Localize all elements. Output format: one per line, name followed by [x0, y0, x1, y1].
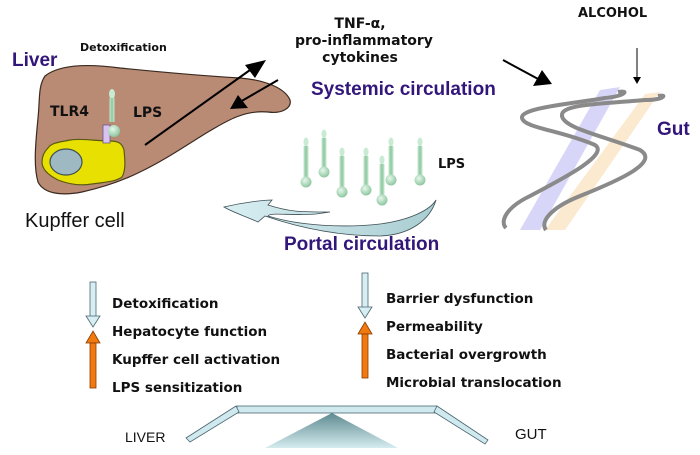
gut-effect-item: Barrier dysfunction [386, 291, 534, 307]
balance-gut-label: GUT [515, 426, 547, 443]
gut-wall-right [542, 93, 666, 232]
liver-decrease-arrow [85, 281, 101, 328]
gut-decrease-arrow [357, 272, 373, 319]
liver-increase-arrow [85, 330, 101, 389]
liver-effect-item: Kupffer cell activation [112, 352, 281, 368]
liver-effect-item: LPS sensitization [112, 380, 243, 396]
lps-molecule [336, 147, 348, 198]
kupffer-nucleus [49, 148, 83, 176]
arrowhead-gut [533, 70, 552, 86]
lps-molecule [318, 129, 330, 178]
portal-lps-group [300, 129, 426, 206]
lps-molecule [300, 137, 312, 188]
balance-liver-label: LIVER [125, 429, 166, 445]
liver-label: Liver [12, 50, 58, 71]
detoxification-label: Detoxification [80, 41, 167, 54]
cytokines-line-1: TNF-α, [334, 16, 386, 32]
gut-peach-fill [545, 92, 660, 230]
gut-wall-left [501, 89, 627, 230]
arrowhead-down [230, 95, 248, 109]
kupffer-cell-label: Kupffer cell [25, 210, 125, 232]
arrow-to-gut [502, 59, 541, 81]
gut-label: Gut [657, 119, 690, 140]
gut-lavender-fill [520, 87, 620, 230]
portal-circulation-arrow [222, 199, 437, 237]
cytokines-line-2: pro-inflammatory [295, 33, 433, 49]
lps-molecule-liver [108, 89, 120, 137]
gut-effect-item: Bacterial overgrowth [386, 347, 547, 363]
alcohol-label: ALCOHOL [578, 6, 648, 21]
systemic-circulation-label: Systemic circulation [311, 79, 496, 100]
portal-circulation-label: Portal circulation [284, 234, 440, 255]
gut-effect-item: Permeability [386, 319, 483, 335]
lps-molecule [360, 147, 372, 196]
lps-molecule [385, 137, 397, 186]
balance-right-arm [433, 405, 489, 445]
liver-effect-item: Hepatocyte function [112, 324, 268, 340]
gut-effect-item: Microbial translocation [386, 375, 562, 391]
lps-molecule [376, 155, 388, 206]
arrowhead-up [245, 60, 266, 78]
lps-liver-label: LPS [133, 105, 163, 121]
liver-effect-item: Detoxification [112, 296, 219, 312]
gut-increase-arrow [357, 321, 373, 379]
arrow-liver-to-systemic [144, 69, 251, 146]
cytokines-line-3: cytokines [322, 50, 398, 66]
gut-effects-list: Barrier dysfunction Permeability Bacteri… [386, 285, 562, 397]
balance-beam [236, 405, 438, 414]
balance-left-arm [185, 405, 240, 443]
balance-fulcrum [265, 413, 398, 448]
arrow-systemic-to-liver [239, 79, 279, 103]
tlr4-label: TLR4 [50, 104, 89, 120]
cytokines-label: TNF-α, pro-inflammatory cytokines [295, 16, 433, 67]
alcohol-arrowhead [633, 77, 641, 84]
liver-effects-list: Detoxification Hepatocyte function Kupff… [112, 290, 280, 402]
lps-molecule [414, 137, 426, 186]
lps-portal-label: LPS [438, 157, 466, 172]
